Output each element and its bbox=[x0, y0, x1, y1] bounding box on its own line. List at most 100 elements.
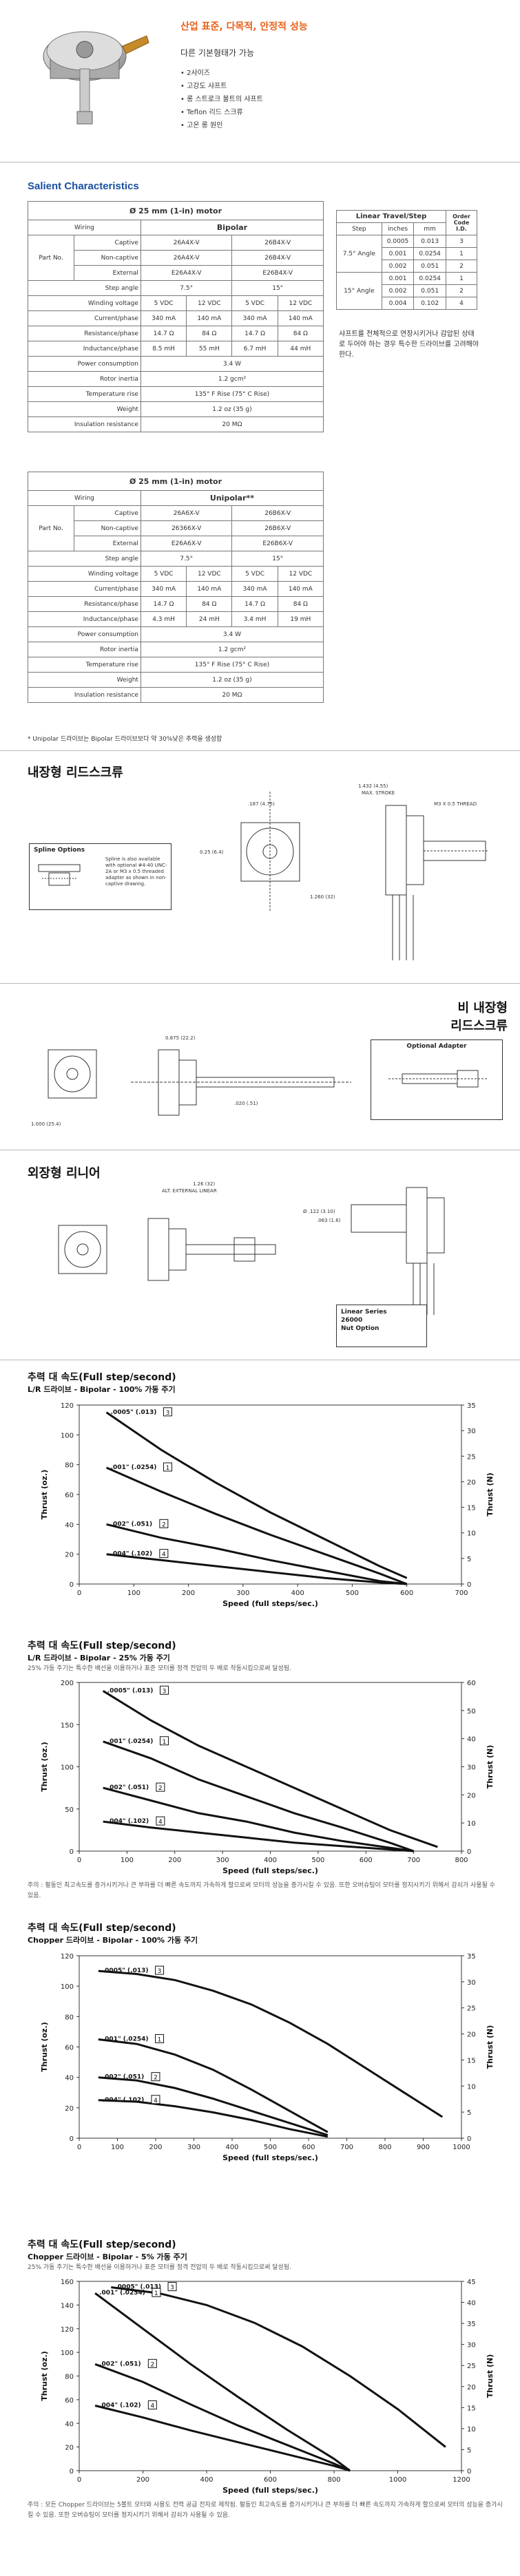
part-no: 26A6X-V bbox=[140, 505, 233, 521]
series-line bbox=[94, 2292, 351, 2472]
partno-label: Part No. bbox=[27, 235, 75, 281]
series-label: .002" (.051) bbox=[107, 1784, 149, 1791]
y2-tick-label: 20 bbox=[467, 1479, 476, 1486]
dim-label: 1.432 (4.55) bbox=[358, 783, 388, 789]
spec-value: 3.4 W bbox=[140, 356, 324, 372]
table-cell: 0.013 bbox=[413, 235, 446, 248]
x-tick-label: 600 bbox=[400, 1590, 413, 1597]
table-cell: 0.0005 bbox=[381, 235, 415, 248]
nut-option-label: Nut Option bbox=[341, 1325, 379, 1332]
y-tick-label: 80 bbox=[65, 2374, 74, 2381]
part-type: External bbox=[74, 536, 141, 551]
series-line bbox=[98, 2038, 329, 2133]
spec-value: 140 mA bbox=[186, 581, 233, 597]
chart-note: 주의 : 펄동인 최고속도를 증가시키거나 큰 부하를 더 빠른 속도까지 가속… bbox=[28, 1882, 495, 1899]
y-tick-label: 0 bbox=[70, 1848, 74, 1856]
series-code-box bbox=[163, 1462, 172, 1472]
y-tick-label: 20 bbox=[65, 2105, 74, 2113]
series-line bbox=[111, 2286, 446, 2448]
dim-label: .187 (4.75) bbox=[248, 801, 275, 807]
spec-value: 135° F Rise (75° C Rise) bbox=[140, 386, 324, 402]
noncaptive-title-line1: 비 내장형 bbox=[457, 1001, 508, 1015]
y2-tick-label: 35 bbox=[467, 1402, 476, 1410]
series-code-box bbox=[147, 2358, 157, 2368]
chart-subtitle: Chopper 드라이브 - Bipolar - 5% 가동 주기 bbox=[28, 2252, 187, 2261]
spec-value: 5 VDC bbox=[140, 295, 187, 311]
dim-label: 0.875 (22.2) bbox=[165, 1035, 196, 1041]
chart-title: 추력 대 속도(Full step/second) bbox=[28, 2239, 176, 2250]
x-tick-label: 1200 bbox=[453, 2476, 470, 2484]
spec-value: 12 VDC bbox=[186, 295, 233, 311]
chart-description: 25% 가동 주기는 특수한 배선을 이용하거나 표준 모터를 정격 전압의 두… bbox=[28, 2264, 291, 2271]
x-tick-label: 300 bbox=[187, 2144, 200, 2151]
series-code: 3 bbox=[158, 1968, 162, 1975]
x-tick-label: 1000 bbox=[389, 2476, 406, 2484]
divider bbox=[0, 983, 520, 984]
spec-label: Power consumption bbox=[28, 356, 141, 372]
plot-frame bbox=[79, 1955, 462, 2139]
spec-label: Current/phase bbox=[28, 581, 141, 597]
y-tick-label: 120 bbox=[61, 1402, 74, 1410]
series-line bbox=[103, 1786, 414, 1852]
series-code-box bbox=[159, 1519, 169, 1528]
spec-value: 340 mA bbox=[231, 581, 278, 597]
y2-tick-label: 0 bbox=[467, 1848, 471, 1856]
spec-value: 14.7 Ω bbox=[231, 326, 278, 341]
header-text: 산업 표준, 다목적, 안정적 성능 다른 기본형태가 가능 2사이즈 고강도 … bbox=[180, 19, 504, 132]
order-code-title: Order Code I.D. bbox=[446, 210, 477, 235]
y2-tick-label: 50 bbox=[467, 1708, 476, 1715]
salient-title: Salient Characteristics bbox=[28, 180, 139, 192]
chart-block-1: 추력 대 속도(Full step/second) L/R 드라이브 - Bip… bbox=[28, 1370, 503, 1614]
col-header: Step bbox=[336, 222, 382, 235]
spec-value: 1.2 gcm² bbox=[140, 371, 324, 387]
y-axis-label: Thrust (oz.) bbox=[40, 2351, 49, 2400]
table-cell: 0.001 bbox=[381, 247, 415, 260]
x-tick-label: 200 bbox=[149, 2144, 162, 2151]
spec-value: 14.7 Ω bbox=[140, 326, 187, 341]
spec-value: 84 Ω bbox=[186, 326, 233, 341]
table-cell: 0.102 bbox=[413, 297, 446, 310]
feature-item: 2사이즈 bbox=[180, 67, 504, 80]
series-line bbox=[102, 1690, 438, 1848]
y2-tick-label: 10 bbox=[467, 2426, 476, 2434]
spec-value: 340 mA bbox=[231, 310, 278, 326]
x-tick-label: 600 bbox=[264, 2476, 277, 2484]
chart-block-2: 추력 대 속도(Full step/second) L/R 드라이브 - Bip… bbox=[28, 1638, 503, 1901]
part-no: 26B6X-V bbox=[231, 520, 324, 536]
series-label: .004" (.102) bbox=[103, 2097, 144, 2104]
series-code: 3 bbox=[166, 1410, 170, 1417]
series-code-box bbox=[155, 2034, 165, 2043]
x-tick-label: 100 bbox=[121, 1857, 134, 1864]
spec-value: 140 mA bbox=[277, 310, 324, 326]
spec-value: 1.2 oz (35 g) bbox=[140, 401, 324, 417]
feature-item: Teflon 리드 스크류 bbox=[180, 106, 504, 119]
part-type: Non-captive bbox=[74, 250, 141, 266]
spec-value: 140 mA bbox=[277, 581, 324, 597]
angle-label: 15° Angle bbox=[336, 272, 382, 310]
series-code-box bbox=[151, 2072, 160, 2082]
y-tick-label: 50 bbox=[65, 1806, 74, 1814]
spec-value: 8.5 mH bbox=[140, 341, 187, 357]
x-tick-label: 500 bbox=[264, 2144, 277, 2151]
noncaptive-title-line2: 리드스크류 bbox=[450, 1019, 508, 1033]
series-label: .001" (.0254) bbox=[107, 1738, 154, 1745]
series-line bbox=[106, 1523, 407, 1585]
spec-label: Power consumption bbox=[28, 626, 141, 642]
series-code: 4 bbox=[158, 1819, 163, 1826]
spec-label: Resistance/phase bbox=[28, 326, 141, 341]
series-line bbox=[103, 1740, 415, 1852]
x-tick-label: 600 bbox=[302, 2144, 315, 2151]
series-code: 2 bbox=[150, 2361, 154, 2368]
table-cell: 0.0254 bbox=[413, 272, 446, 285]
linear-series-box: Linear Series 26000 Nut Option bbox=[336, 1305, 427, 1347]
dim-label: 1.000 (25.4) bbox=[31, 1121, 61, 1127]
series-label: .0005" (.013) bbox=[115, 2284, 161, 2291]
x-tick-label: 800 bbox=[378, 2144, 391, 2151]
divider bbox=[0, 750, 520, 751]
x-tick-label: 0 bbox=[77, 2476, 81, 2484]
spec-value: 15° bbox=[231, 280, 324, 296]
y-tick-label: 200 bbox=[61, 1680, 74, 1687]
